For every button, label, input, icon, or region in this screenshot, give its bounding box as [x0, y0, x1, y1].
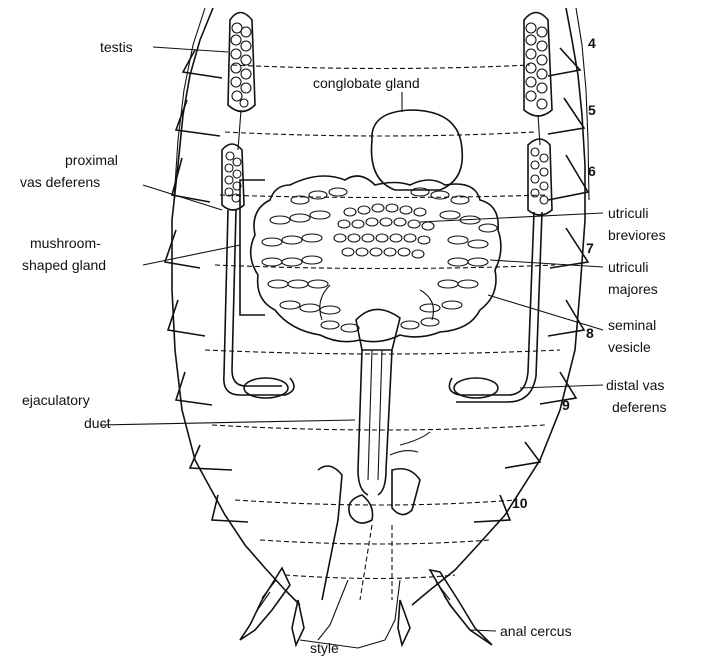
label-proximal-vas-deferens-line2: vas deferens: [20, 174, 100, 190]
segment-number-4: 4: [588, 35, 596, 51]
label-utriculi-breviores-line2: breviores: [608, 227, 666, 243]
label-utriculi-breviores-line1: utriculi: [608, 205, 648, 221]
anal-cercus-right: [430, 570, 492, 645]
label-ejaculatory-duct-line2: duct: [84, 415, 111, 431]
segment-number-7: 7: [586, 240, 594, 256]
label-style: style: [310, 640, 339, 656]
segment-number-5: 5: [588, 102, 596, 118]
label-mushroom-gland-line1: mushroom-: [30, 235, 101, 251]
label-mushroom-gland-line2: shaped gland: [22, 257, 106, 273]
label-seminal-vesicle-line2: vesicle: [608, 339, 651, 355]
labels: testis conglobate gland proximal vas def…: [20, 39, 666, 656]
segment-number-6: 6: [588, 163, 596, 179]
ejaculatory-duct: [358, 350, 392, 495]
testis-right: [524, 13, 552, 216]
conglobate-gland: [371, 110, 462, 190]
label-distal-vas-deferens-line1: distal vas: [606, 377, 664, 393]
tergite-flaps-left: [165, 50, 248, 522]
label-proximal-vas-deferens-line1: proximal: [65, 152, 118, 168]
anal-cercus-left: [240, 568, 290, 640]
genitalia: [318, 432, 430, 640]
label-testis: testis: [100, 39, 133, 55]
label-ejaculatory-duct-line1: ejaculatory: [22, 392, 90, 408]
label-distal-vas-deferens-line2: deferens: [612, 399, 666, 415]
segment-number-9: 9: [562, 397, 570, 413]
mushroom-shaped-gland: [251, 176, 501, 350]
segment-number-10: 10: [512, 495, 528, 511]
vas-deferens: [224, 210, 542, 402]
style-pair: [292, 600, 410, 645]
label-anal-cercus: anal cercus: [500, 623, 572, 639]
label-utriculi-majores-line2: majores: [608, 281, 658, 297]
segment-boundaries: [205, 65, 560, 579]
label-conglobate-gland: conglobate gland: [313, 75, 420, 91]
label-seminal-vesicle-line1: seminal: [608, 317, 656, 333]
segment-number-8: 8: [586, 325, 594, 341]
label-utriculi-majores-line1: utriculi: [608, 259, 648, 275]
